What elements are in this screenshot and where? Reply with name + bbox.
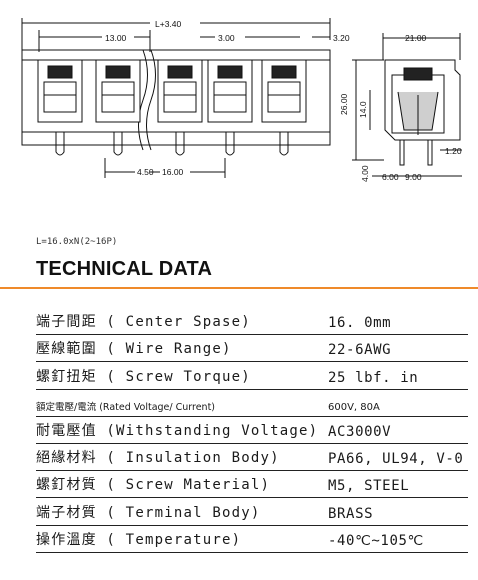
spec-label: 壓線範圍 ( Wire Range) — [36, 341, 232, 358]
dim-pin-offset-label: 4.50 — [137, 167, 154, 177]
spec-label: 額定電壓/電流 (Rated Voltage/ Current) — [36, 401, 216, 413]
table-row: 螺釘扭矩 ( Screw Torque) 25 lbf. in — [36, 362, 468, 390]
spec-label: 耐電壓值 (Withstanding Voltage) — [36, 422, 319, 439]
spec-value: 25 lbf. in — [328, 369, 419, 386]
spec-label: 操作溫度 ( Temperature) — [36, 531, 242, 548]
dim-height-label: 26.00 — [339, 93, 349, 115]
spec-value: PA66, UL94, V-0 — [328, 451, 464, 468]
table-row: 額定電壓/電流 (Rated Voltage/ Current) 600V, 80… — [36, 390, 468, 417]
spec-value: BRASS — [328, 505, 374, 522]
dim-total-label: L+3.40 — [155, 19, 182, 29]
spec-label: 螺釘扭矩 ( Screw Torque) — [36, 368, 251, 385]
length-formula: L=16.0xN(2~16P) — [36, 237, 118, 247]
spec-table: 端子間距 ( Center Spase) 16. 0mm 壓線範圍 ( Wire R… — [36, 308, 468, 553]
table-row: 耐電壓值 (Withstanding Voltage) AC3000V — [36, 417, 468, 444]
table-row: 螺釘材質 ( Screw Material) M5, STEEL — [36, 471, 468, 499]
dim-bottom-mid-label: 6.00 — [382, 172, 399, 182]
dim-pitch-bottom-label: 16.00 — [162, 167, 184, 177]
dim-width-label: 21.00 — [405, 33, 427, 43]
spec-value: AC3000V — [328, 423, 392, 440]
spec-value: M5, STEEL — [328, 478, 410, 495]
dim-edge-label: 3.20 — [333, 33, 350, 43]
spec-value: 16. 0mm — [328, 315, 392, 332]
dim-bottom-right-label: 9.00 — [405, 172, 422, 182]
table-row: 端子材質 ( Terminal Body) BRASS — [36, 498, 468, 526]
spec-label: 端子材質 ( Terminal Body) — [36, 504, 261, 521]
spec-value: 22-6AWG — [328, 342, 392, 359]
dim-bottom-left-label: 4.00 — [360, 165, 370, 182]
spec-value: -40℃~105℃ — [328, 532, 424, 549]
table-row: 壓線範圍 ( Wire Range) 22-6AWG — [36, 335, 468, 363]
table-row: 絕緣材料 ( Insulation Body) PA66, UL94, V-0 — [36, 444, 468, 472]
page-title: TECHNICAL DATA — [36, 258, 213, 280]
dim-offset-label: 3.00 — [218, 33, 235, 43]
dim-inner-height-label: 14.0 — [358, 101, 368, 118]
title-divider — [0, 287, 478, 289]
spec-label: 螺釘材質 ( Screw Material) — [36, 477, 271, 494]
table-row: 操作溫度 ( Temperature) -40℃~105℃ — [36, 526, 468, 553]
dim-pitch-top-label: 13.00 — [105, 33, 127, 43]
spec-value: 600V, 80A — [328, 401, 380, 413]
technical-drawing: L+3.40 13.00 3.00 3.20 21.00 26.00 14.0 … — [21, 18, 462, 182]
spec-label: 絕緣材料 ( Insulation Body) — [36, 450, 280, 467]
dim-pin-label: 1.20 — [445, 146, 462, 156]
spec-label: 端子間距 ( Center Spase) — [36, 314, 251, 331]
table-row: 端子間距 ( Center Spase) 16. 0mm — [36, 308, 468, 336]
